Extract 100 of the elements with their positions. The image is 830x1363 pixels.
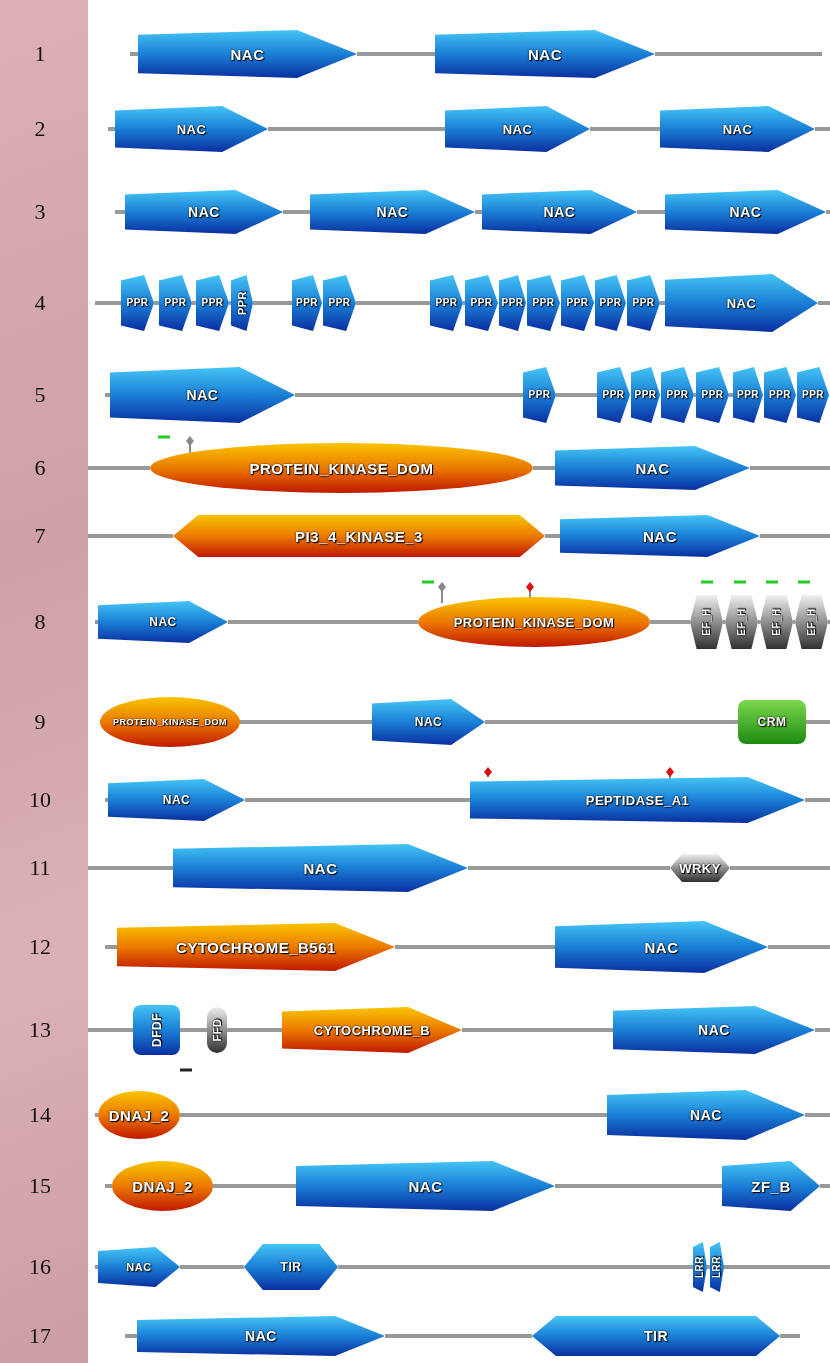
domain-label: PPR bbox=[126, 298, 149, 308]
domain-pentagon bbox=[527, 275, 560, 331]
domain-label: NAC bbox=[643, 528, 677, 544]
domain-ellipse bbox=[418, 597, 650, 647]
domain-hexagon bbox=[244, 1244, 338, 1290]
domain-label: TIR bbox=[643, 1329, 669, 1343]
domain-ellipse bbox=[100, 697, 240, 747]
domain-label: PPR bbox=[295, 298, 319, 308]
domain-pentagon bbox=[470, 777, 805, 823]
domain-label: PPR bbox=[666, 390, 689, 400]
domain-pentagon bbox=[138, 30, 357, 78]
domain-rounded-box bbox=[738, 700, 806, 744]
row-number: 4 bbox=[33, 290, 47, 316]
domain-label: NAC bbox=[414, 716, 443, 728]
domain-label: NAC bbox=[644, 939, 679, 955]
domain-label: CYTOCHROME_B bbox=[313, 1023, 431, 1037]
domain-pentagon bbox=[631, 367, 660, 423]
domain-hexagon bbox=[725, 595, 758, 649]
domain-label: PPR bbox=[566, 298, 589, 308]
domain-label: PPR bbox=[328, 298, 351, 308]
domain-label: WRKY bbox=[679, 861, 721, 875]
domain-label: NAC bbox=[690, 1108, 722, 1122]
domain-pentagon bbox=[560, 515, 760, 557]
domain-label: NAC bbox=[376, 205, 409, 219]
domain-pentagon bbox=[555, 446, 750, 490]
domain-label: NAC bbox=[230, 46, 265, 62]
row-number: 17 bbox=[28, 1323, 52, 1349]
domain-label: PPR bbox=[501, 298, 524, 308]
domain-rounded-box bbox=[133, 1005, 180, 1055]
domain-pentagon bbox=[108, 779, 245, 821]
domain-pentagon bbox=[117, 923, 395, 971]
domain-label: CRM bbox=[757, 716, 787, 728]
domain-label: PPR bbox=[435, 298, 458, 308]
domain-hexagon bbox=[532, 1316, 780, 1356]
domain-label: CYTOCHROME_B561 bbox=[176, 939, 336, 955]
domain-label: PPR bbox=[470, 298, 493, 308]
domain-rounded-box bbox=[207, 1007, 227, 1053]
row-number: 13 bbox=[28, 1017, 52, 1043]
row-number: 15 bbox=[28, 1173, 52, 1199]
domain-pentagon bbox=[733, 367, 763, 423]
domain-pentagon bbox=[764, 367, 796, 423]
domain-pentagon bbox=[661, 367, 694, 423]
domain-hexagon bbox=[795, 595, 828, 649]
domain-pentagon bbox=[607, 1090, 805, 1140]
domain-label: NAC bbox=[729, 205, 762, 219]
domain-label: PROTEIN_KINASE_DOM bbox=[249, 460, 434, 476]
domain-pentagon bbox=[523, 367, 556, 423]
domain-ellipse bbox=[112, 1161, 213, 1211]
domain-label: NAC bbox=[149, 616, 177, 628]
domain-pentagon bbox=[310, 190, 475, 234]
domain-pentagon bbox=[445, 106, 590, 152]
domain-label: NAC bbox=[176, 122, 207, 136]
domain-label: PEPTIDASE_A1 bbox=[585, 793, 690, 807]
row-number: 16 bbox=[28, 1254, 52, 1280]
domain-label: PPR bbox=[634, 390, 657, 400]
domain-pentagon bbox=[613, 1006, 815, 1054]
domain-pentagon bbox=[323, 275, 356, 331]
domain-pentagon bbox=[660, 106, 815, 152]
domain-hexagon bbox=[760, 595, 793, 649]
domain-pentagon bbox=[372, 699, 485, 745]
row-number: 9 bbox=[33, 709, 47, 735]
row-number: 12 bbox=[28, 934, 52, 960]
domain-label: FFD bbox=[211, 1018, 223, 1042]
domain-pentagon bbox=[627, 275, 660, 331]
domain-label: NAC bbox=[188, 205, 220, 219]
domain-label: NAC bbox=[698, 1023, 730, 1037]
row-number: 7 bbox=[33, 523, 47, 549]
domain-label: NAC bbox=[126, 1261, 152, 1273]
domain-label: TIR bbox=[280, 1261, 302, 1273]
domain-pentagon bbox=[115, 106, 268, 152]
row-number: 8 bbox=[33, 609, 47, 635]
domain-pentagon bbox=[137, 1316, 385, 1356]
domain-label: PPR bbox=[632, 298, 655, 308]
domain-pentagon bbox=[292, 275, 322, 331]
domain-label: PI3_4_KINASE_3 bbox=[295, 528, 423, 544]
domain-hexagon bbox=[173, 515, 545, 557]
domain-pentagon bbox=[499, 275, 526, 331]
domain-label: PPR bbox=[801, 390, 825, 400]
domain-ellipse bbox=[98, 1091, 180, 1139]
domain-pentagon bbox=[282, 1007, 462, 1053]
domain-pentagon bbox=[693, 1242, 707, 1292]
domain-label: PPR bbox=[201, 298, 224, 308]
domain-pentagon bbox=[231, 275, 253, 331]
domain-label: PROTEIN_KINASE_DOM bbox=[113, 717, 227, 727]
domain-pentagon bbox=[561, 275, 594, 331]
domain-label: PPR bbox=[768, 390, 792, 400]
domain-pentagon bbox=[98, 1247, 180, 1287]
domain-pentagon bbox=[435, 30, 655, 78]
domain-pentagon bbox=[482, 190, 637, 234]
domain-pentagon bbox=[696, 367, 729, 423]
domain-label: NAC bbox=[303, 860, 338, 876]
domain-pentagon bbox=[110, 367, 295, 423]
domain-label: NAC bbox=[186, 388, 219, 402]
domain-pentagon bbox=[597, 367, 630, 423]
domain-label: NAC bbox=[543, 205, 576, 219]
domain-label: LRR bbox=[695, 1255, 705, 1279]
domain-pentagon bbox=[555, 921, 768, 973]
domain-label: PPR bbox=[736, 390, 760, 400]
domain-pentagon bbox=[296, 1161, 555, 1211]
domain-ellipse bbox=[150, 443, 533, 493]
